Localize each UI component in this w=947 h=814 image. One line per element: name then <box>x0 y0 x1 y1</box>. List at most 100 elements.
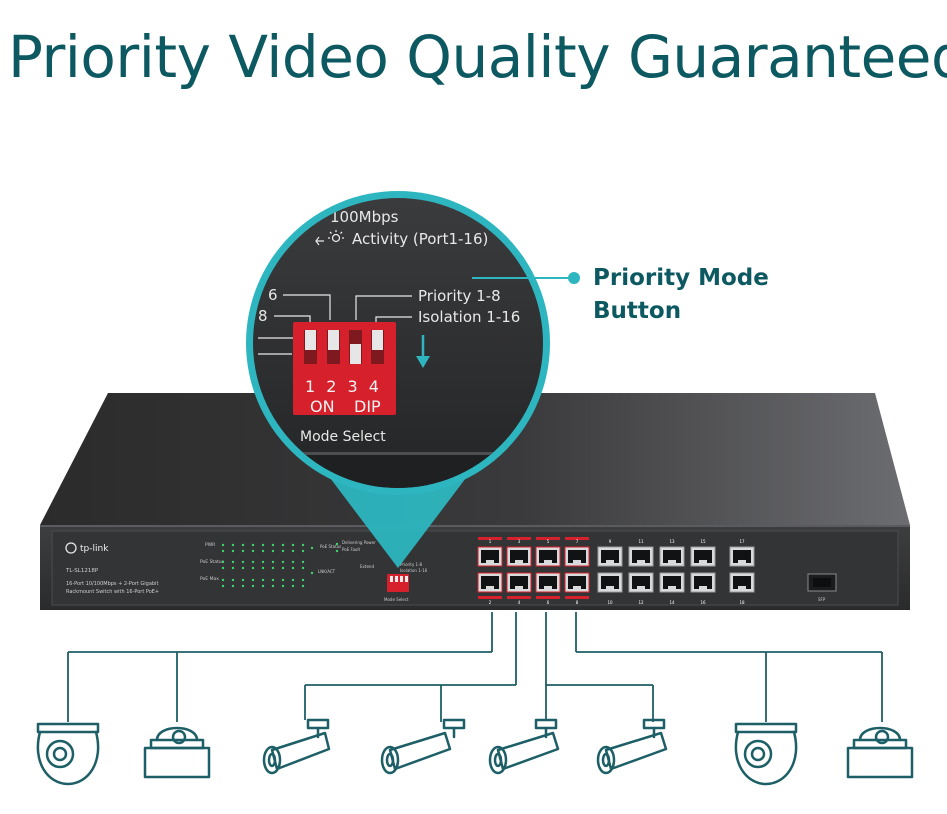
rj45-port[interactable] <box>506 546 532 567</box>
status-led <box>251 543 255 547</box>
mode-select-small-label: Mode Select <box>384 597 409 602</box>
priority-port-marker <box>478 537 502 540</box>
priority-port-marker <box>507 537 531 540</box>
port-number: 12 <box>638 600 644 605</box>
status-led <box>281 578 285 582</box>
rj45-port[interactable] <box>506 572 532 593</box>
callout-line-2: Button <box>593 298 682 324</box>
rj45-port[interactable] <box>628 572 654 593</box>
rj45-port[interactable] <box>564 546 590 567</box>
status-led <box>335 542 339 546</box>
status-led <box>261 543 265 547</box>
tp-link-logo-icon <box>65 542 77 554</box>
rj45-port[interactable] <box>659 572 685 593</box>
status-led <box>231 566 235 570</box>
rj45-port[interactable] <box>729 572 755 593</box>
status-led <box>301 543 305 547</box>
status-led <box>261 549 265 553</box>
status-led <box>241 578 245 582</box>
priority-port-marker <box>565 537 589 540</box>
port-number: 13 <box>669 539 675 544</box>
rj45-port-array <box>477 537 755 599</box>
bullet-camera-icon <box>380 718 466 775</box>
port-number: 16 <box>700 600 706 605</box>
status-led <box>271 549 275 553</box>
status-led <box>241 549 245 553</box>
magnified-view: 100Mbps Activity (Port1-16) 6 8 Priority… <box>253 198 543 488</box>
port-number: 18 <box>739 600 745 605</box>
rj45-port[interactable] <box>690 572 716 593</box>
status-led <box>261 578 265 582</box>
status-led <box>301 560 305 564</box>
poe-status-label: PoE Status <box>200 559 225 565</box>
status-led <box>281 584 285 588</box>
priority-mode-callout: Priority Mode Button <box>593 262 769 328</box>
dip-on-label: ON <box>310 397 335 416</box>
status-led <box>281 560 285 564</box>
rj45-port[interactable] <box>597 572 623 593</box>
rj45-port[interactable] <box>628 546 654 567</box>
dip-switch-large[interactable] <box>293 322 396 415</box>
page-headline: Priority Video Quality Guaranteed <box>8 23 947 91</box>
status-led <box>281 549 285 553</box>
status-led <box>261 560 265 564</box>
status-led <box>241 584 245 588</box>
status-led <box>291 543 295 547</box>
zoom-priority-label: Priority 1-8 <box>418 287 501 305</box>
rj45-port[interactable] <box>597 546 623 567</box>
priority-port-marker <box>565 596 589 599</box>
status-led <box>251 584 255 588</box>
rj45-port[interactable] <box>729 546 755 567</box>
priority-port-marker <box>507 596 531 599</box>
status-led <box>221 566 225 570</box>
dip-label: DIP <box>354 397 381 416</box>
network-cabling <box>67 612 883 722</box>
zoom-left-fragment-2: 8 <box>258 307 268 325</box>
port-number: 11 <box>638 539 644 544</box>
zoom-leader-lines <box>258 294 412 355</box>
rj45-port[interactable] <box>535 546 561 567</box>
port-number: 8 <box>576 600 579 605</box>
status-led <box>231 584 235 588</box>
switch-desc-1: 16-Port 10/100Mbps + 2-Port Gigabit <box>66 581 158 587</box>
dome-camera-icon <box>846 726 914 779</box>
status-led <box>271 543 275 547</box>
zoom-isolation-label: Isolation 1-16 <box>418 308 520 326</box>
status-led <box>231 543 235 547</box>
rj45-port[interactable] <box>477 572 503 593</box>
dome-camera-icon <box>36 722 100 786</box>
rj45-port[interactable] <box>564 572 590 593</box>
status-led <box>291 578 295 582</box>
rj45-port[interactable] <box>477 546 503 567</box>
port-number: 5 <box>547 539 550 544</box>
status-led <box>291 584 295 588</box>
status-led <box>281 566 285 570</box>
status-led <box>271 560 275 564</box>
arrow-down-icon <box>416 335 430 368</box>
rj45-port[interactable] <box>535 572 561 593</box>
port-number: 9 <box>609 539 612 544</box>
port-number: 4 <box>518 600 521 605</box>
status-led <box>310 571 314 575</box>
bullet-camera-icon <box>596 718 668 775</box>
status-led <box>231 578 235 582</box>
port-number: 1 <box>489 539 492 544</box>
status-led <box>251 560 255 564</box>
poe-max-label: PoE Max <box>200 576 219 582</box>
callout-line-1: Priority Mode <box>593 265 769 291</box>
status-led <box>251 549 255 553</box>
status-led <box>241 560 245 564</box>
led-legend-poe-status: PoE Status <box>320 544 341 549</box>
bullet-camera-icon <box>488 718 560 775</box>
status-led <box>301 549 305 553</box>
port-number: 10 <box>607 600 613 605</box>
status-led <box>301 584 305 588</box>
port-number: 17 <box>739 539 745 544</box>
status-led <box>221 560 225 564</box>
led-indicator-grid <box>221 542 339 588</box>
rj45-port[interactable] <box>659 546 685 567</box>
rj45-port[interactable] <box>690 546 716 567</box>
port-number: 7 <box>576 539 579 544</box>
